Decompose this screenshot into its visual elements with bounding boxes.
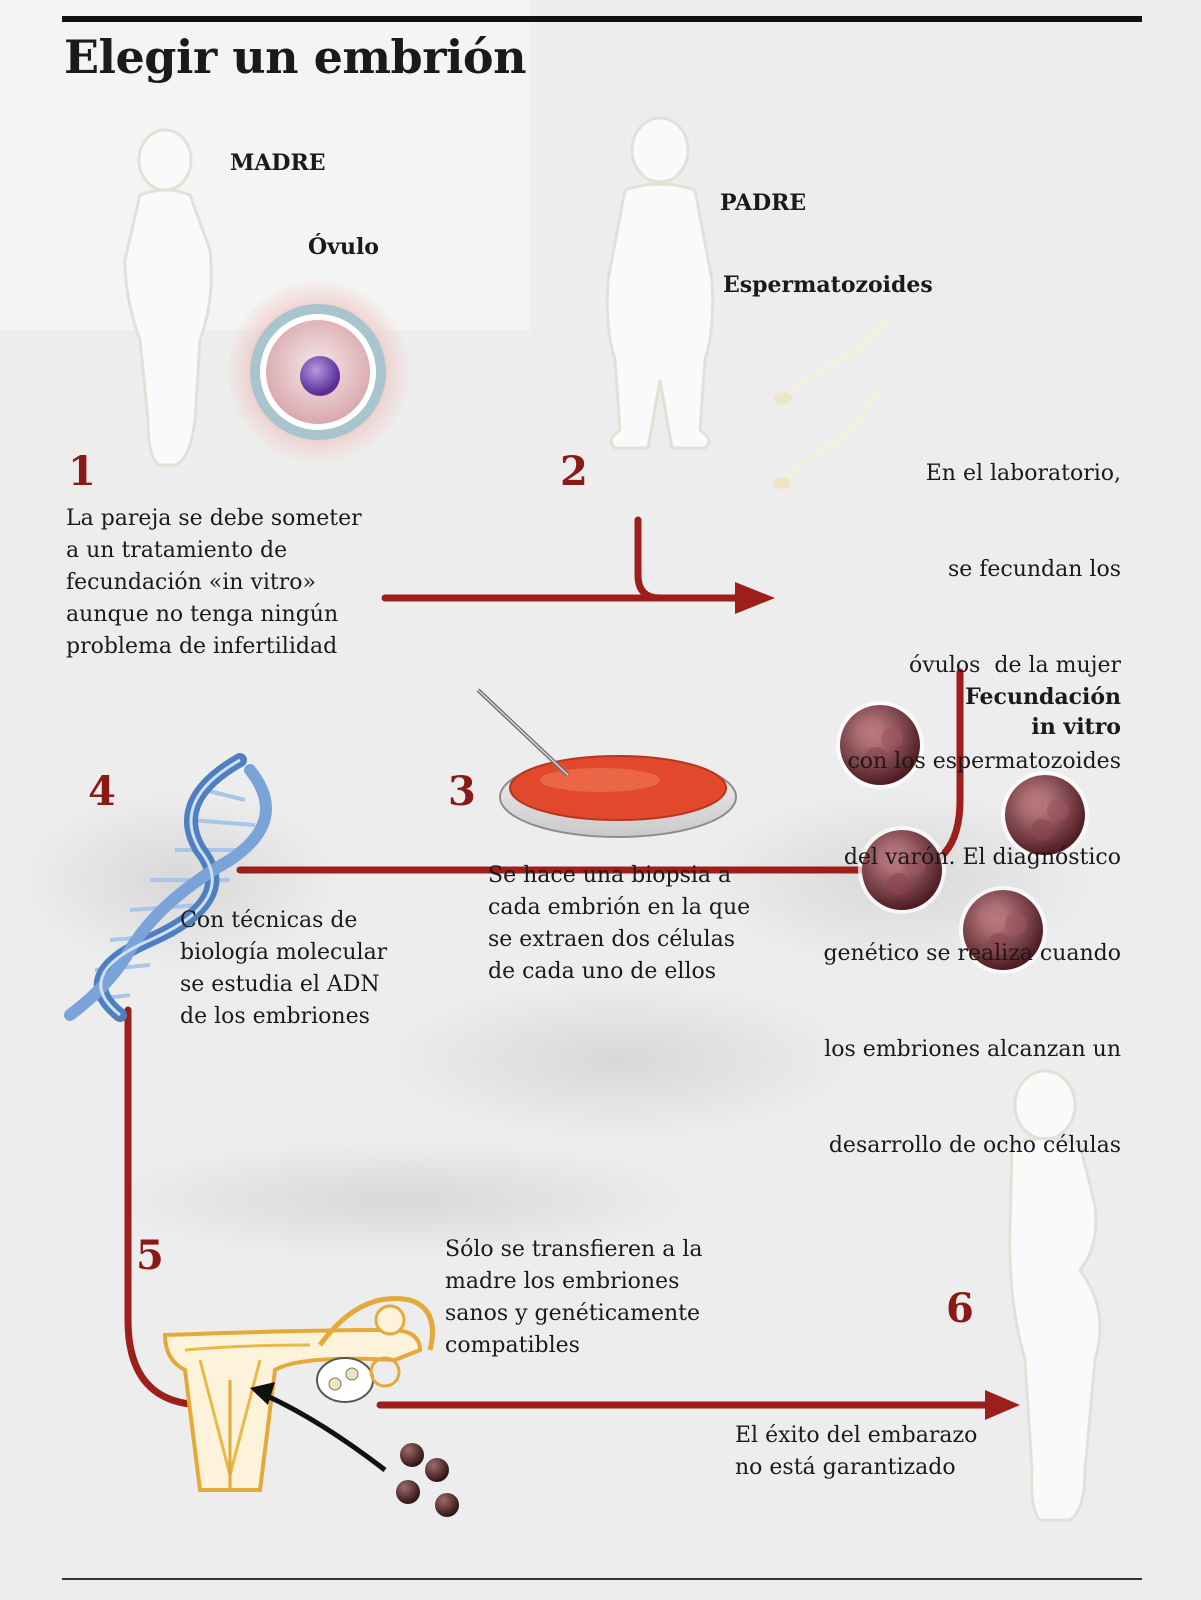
label-ovulo: Óvulo [308,234,379,260]
man-silhouette-icon [605,116,715,450]
step-5-line: Sólo se transfieren a la [445,1237,703,1262]
step-1-text: La pareja se debe someter a un tratamien… [66,503,362,663]
transfer-embryos [396,1443,459,1517]
step-2-line: genético se realiza cuando [823,941,1121,966]
step-4-text: Con técnicas de biología molecular se es… [180,905,387,1033]
label-padre: PADRE [720,190,807,216]
label-fecundacion-line: Fecundación [965,684,1121,710]
top-rule [62,16,1142,22]
step-1-line: problema de infertilidad [66,634,338,659]
embryo-icon [959,886,1047,974]
step-1-line: La pareja se debe someter [66,506,362,531]
step-6-line: no está garantizado [735,1455,956,1480]
step-5-line: sanos y genéticamente [445,1301,701,1326]
step-number-6: 6 [946,1285,974,1332]
embryo-icon [836,701,924,789]
step-2-line: del varón. El diagnóstico [843,845,1121,870]
step-1-line: aunque no tenga ningún [66,602,339,627]
step-number-3: 3 [448,768,476,815]
step-4-line: biología molecular [180,940,388,965]
embryo-cluster [836,701,1089,974]
label-in-vitro-line: in vitro [1031,714,1121,740]
step-number-1: 1 [68,448,96,495]
step-2-line: con los espermatozoides [847,749,1121,774]
step-6-text: El éxito del embarazo no está garantizad… [735,1420,977,1484]
uterus-icon [162,1296,435,1492]
step-6-line: El éxito del embarazo [735,1423,978,1448]
step-4-line: de los embriones [180,1004,370,1029]
sperm-icon [782,317,893,483]
label-madre: MADRE [230,150,326,176]
step-5-line: compatibles [445,1333,580,1358]
embryo-icon [1001,771,1089,859]
dna-icon [64,753,272,1022]
step-2-line: desarrollo de ocho células [828,1133,1121,1158]
step-3-line: se extraen dos células [488,927,735,952]
step-2-line: se fecundan los [947,557,1121,582]
bottom-rule [62,1578,1142,1580]
step-1-line: fecundación «in vitro» [66,570,316,595]
step-number-4: 4 [88,768,116,815]
step-1-line: a un tratamiento de [66,538,288,563]
step-5-text: Sólo se transfieren a la madre los embri… [445,1234,702,1362]
step-3-line: Se hace una biopsia a [488,863,732,888]
label-espermatozoides: Espermatozoides [723,272,933,298]
petri-dish-icon [476,688,737,838]
step-2-line: En el laboratorio, [925,461,1121,486]
woman-silhouette-icon [123,128,213,467]
ovum-icon [228,282,408,462]
step-4-line: se estudia el ADN [180,972,380,997]
embryo-icon [858,826,946,914]
label-fecundacion-in-vitro: Fecundación in vitro [965,682,1121,742]
step-4-line: Con técnicas de [180,908,358,933]
step-number-2: 2 [560,448,588,495]
step-2-line: los embriones alcanzan un [824,1037,1121,1062]
step-3-line: cada embrión en la que [488,895,751,920]
step-3-line: de cada uno de ellos [488,959,717,984]
pregnant-woman-icon [1008,1069,1102,1522]
step-5-line: madre los embriones [445,1269,680,1294]
step-2-text: En el laboratorio, se fecundan los óvulo… [823,394,1121,1194]
infographic-title: Elegir un embrión [64,30,527,84]
step-3-text: Se hace una biopsia a cada embrión en la… [488,860,750,988]
step-2-line: óvulos de la mujer [908,653,1121,678]
transfer-arrow [250,1382,387,1472]
step-number-5: 5 [136,1232,164,1279]
